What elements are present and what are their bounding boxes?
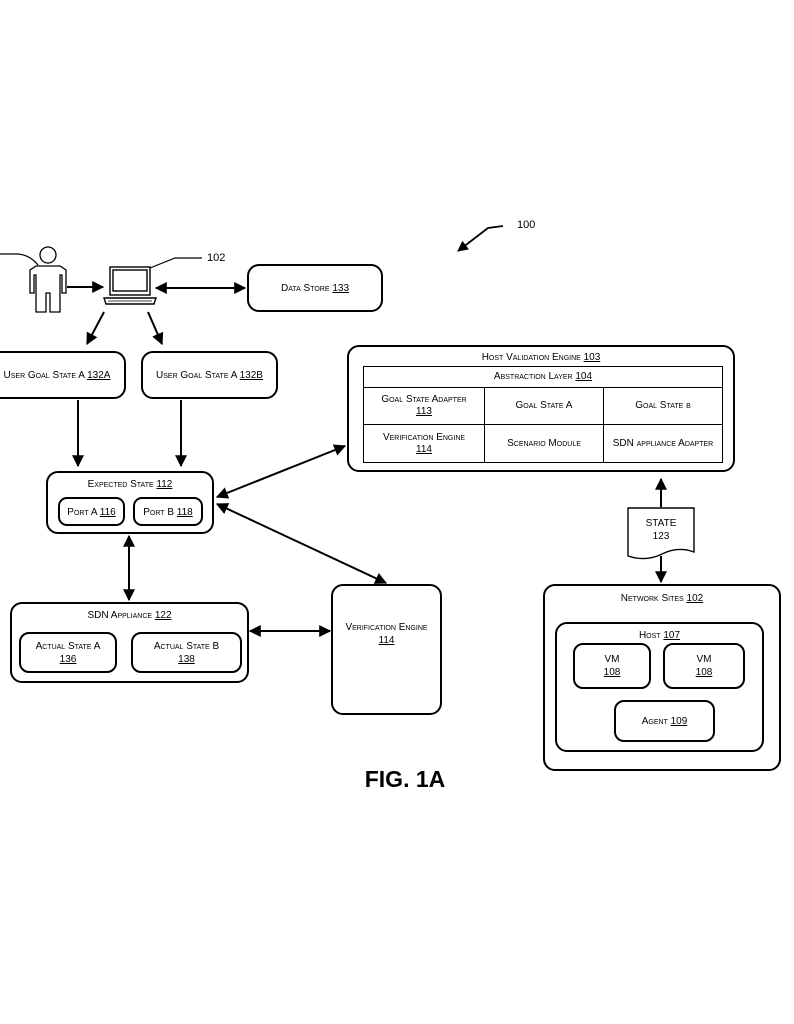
- goal-state-a-cell: Goal State A: [485, 388, 604, 425]
- user-goal-state-a-label: User Goal State A 132A: [3, 370, 111, 381]
- state-document-shape: [627, 507, 695, 560]
- port-a-label: Port A 116: [67, 507, 116, 518]
- port-b-label: Port B 118: [143, 507, 193, 518]
- ref-102-leader: [149, 257, 202, 269]
- goal-state-b-cell: Goal State b: [604, 388, 722, 425]
- port-a-box: Port A 116: [58, 497, 125, 526]
- arrow-expected-verification: [215, 503, 388, 584]
- arrow-laptop-goal-a: [86, 311, 105, 346]
- network-sites-label: Network Sites 102: [620, 593, 704, 604]
- expected-state-box: Expected State 112 Port A 116 Port B 118: [46, 471, 214, 534]
- expected-state-label: Expected State 112: [87, 479, 173, 490]
- figure-caption: FIG. 1A: [364, 766, 446, 792]
- host-validation-engine-label: Host Validation Engine 103: [481, 352, 601, 363]
- user-icon: [0, 246, 67, 313]
- arrow-expected-hostvalidation: [215, 444, 347, 499]
- host-label: Host 107: [638, 630, 681, 641]
- ref-100-arrow: [457, 225, 504, 252]
- user-goal-state-b-label: User Goal State A 132B: [156, 370, 263, 381]
- port-b-box: Port B 118: [133, 497, 203, 526]
- ref-100-label: 100: [517, 219, 536, 231]
- abstraction-layer-cell: Abstraction Layer 104: [364, 367, 722, 388]
- sdn-appliance-adapter-cell: SDN appliance Adapter: [612, 437, 714, 449]
- abstraction-layer-grid: Abstraction Layer 104 Goal State Adapter…: [363, 366, 723, 463]
- data-store-label: Data Store 133: [280, 283, 350, 294]
- agent-box: Agent 109: [614, 700, 715, 742]
- sdn-appliance-label: SDN Appliance 122: [87, 610, 172, 621]
- ref-102-label: 102: [207, 252, 226, 264]
- laptop-icon: [103, 266, 157, 305]
- arrow-laptop-goal-b: [147, 311, 164, 346]
- scenario-module-cell: Scenario Module: [485, 425, 604, 462]
- user-goal-state-a-box: User Goal State A 132A: [0, 351, 126, 399]
- data-store-box: Data Store 133: [247, 264, 383, 312]
- agent-label: Agent 109: [641, 716, 688, 727]
- user-goal-state-b-box: User Goal State A 132B: [141, 351, 278, 399]
